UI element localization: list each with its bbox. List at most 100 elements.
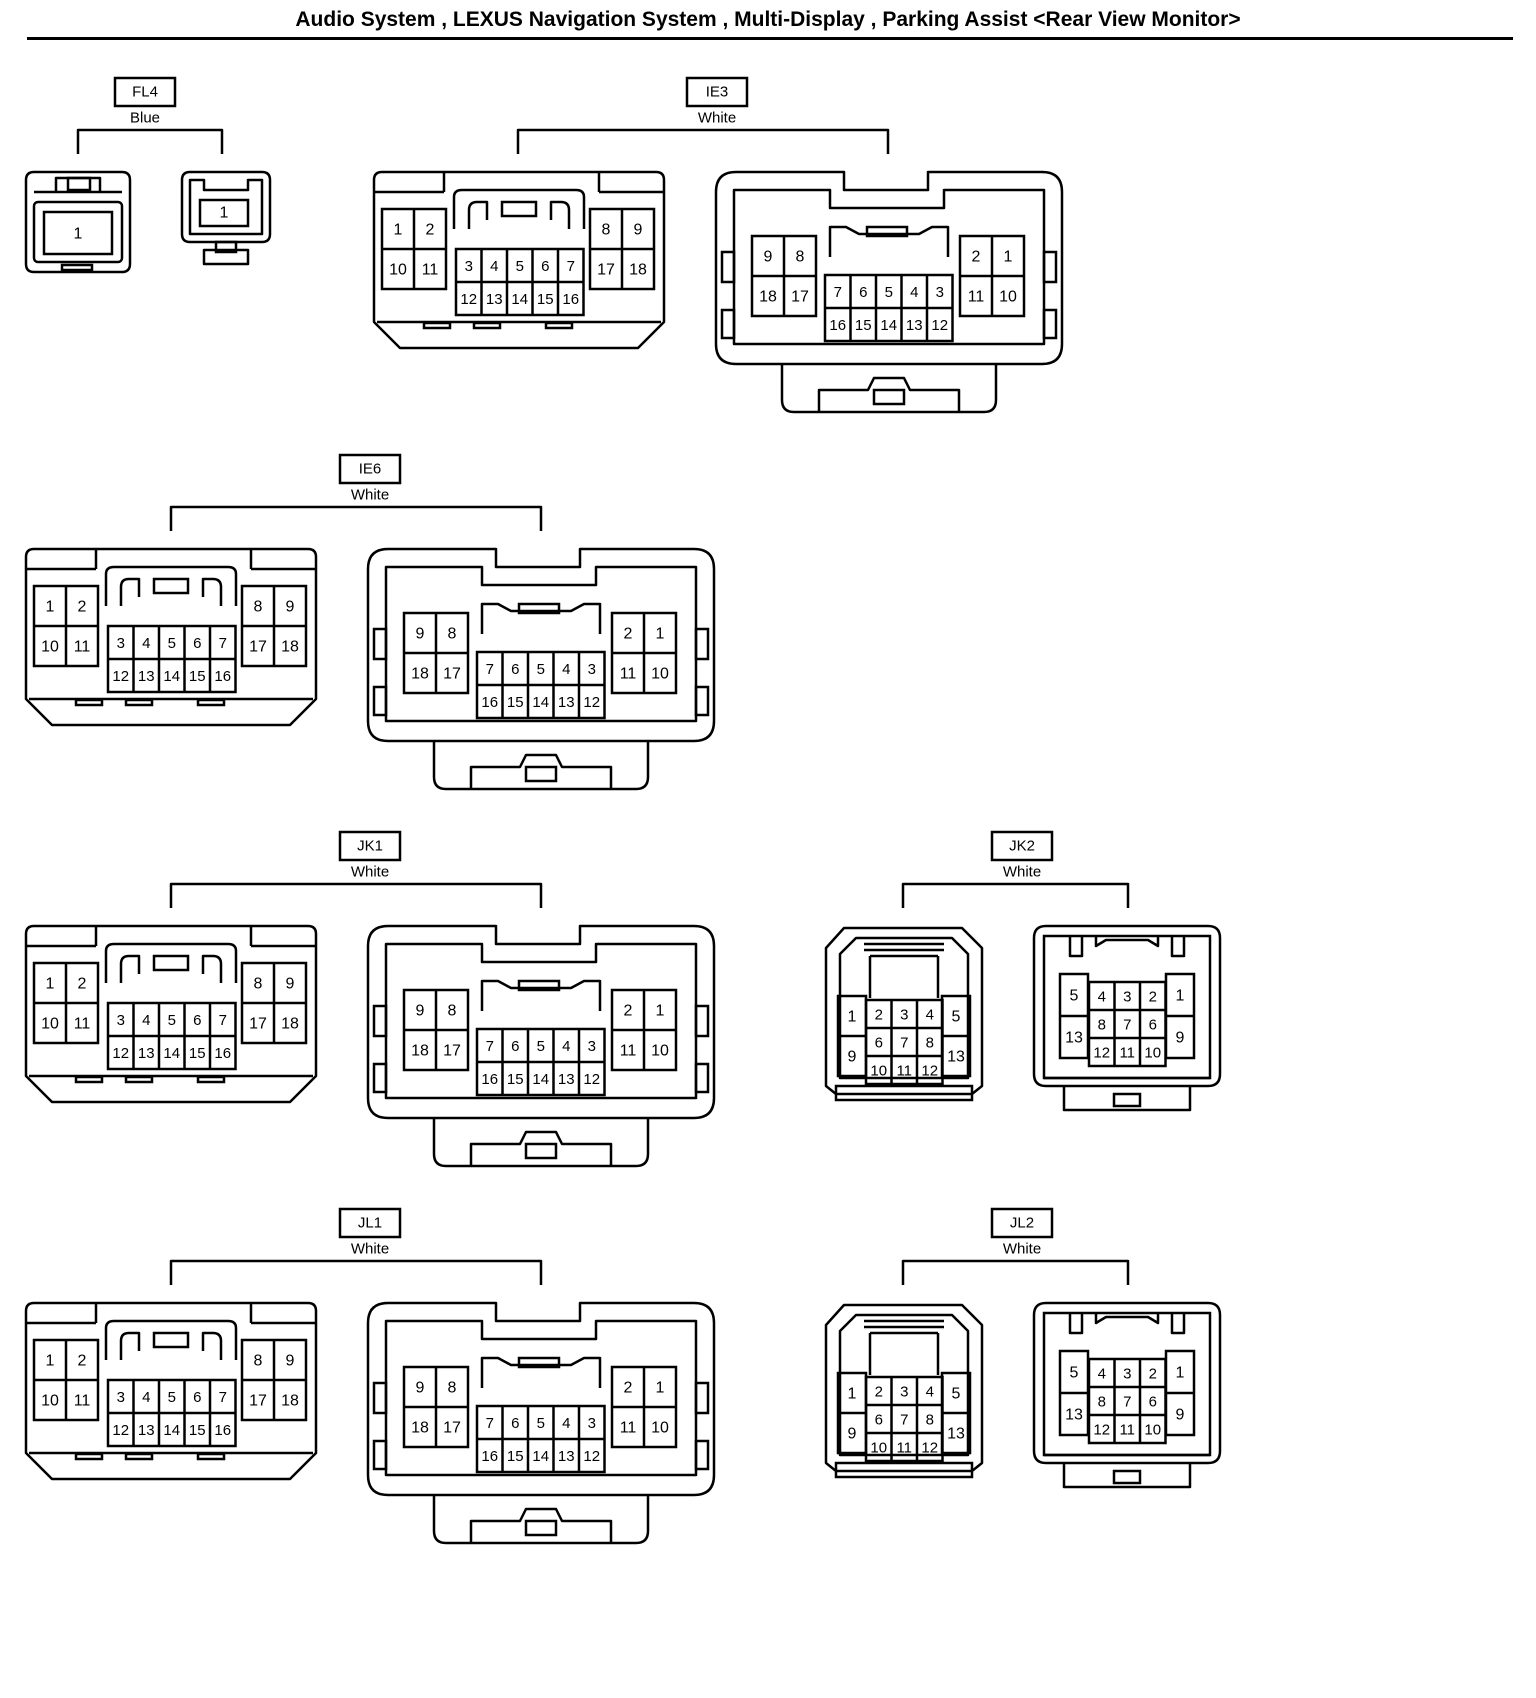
pin-10: 10 <box>389 262 407 279</box>
pin-5: 5 <box>952 1009 961 1026</box>
lock <box>828 225 950 257</box>
pin-5: 5 <box>168 635 176 652</box>
pin-11: 11 <box>968 289 985 306</box>
pin-block: 19 <box>836 1371 868 1455</box>
pin-12: 12 <box>583 1448 600 1465</box>
pin-14: 14 <box>532 1448 549 1465</box>
pin-10: 10 <box>651 1420 669 1437</box>
pin-18: 18 <box>411 666 429 683</box>
bottom-tab <box>202 248 250 266</box>
pin-block: 513 <box>940 1371 972 1455</box>
pin-17: 17 <box>249 1393 267 1410</box>
pin-10: 10 <box>870 1440 887 1457</box>
connector-housing <box>372 170 666 350</box>
connector-code-box <box>338 830 402 862</box>
pin-7: 7 <box>219 1389 227 1406</box>
pin-7: 7 <box>900 1035 908 1052</box>
pin-block: 19 <box>1164 1349 1196 1437</box>
pin-13: 13 <box>906 317 923 334</box>
pin-4: 4 <box>926 1384 934 1401</box>
pin-11: 11 <box>74 639 91 656</box>
pin-6: 6 <box>193 1012 201 1029</box>
pin-17: 17 <box>443 666 461 683</box>
pin-6: 6 <box>511 1415 519 1432</box>
pin-12: 12 <box>583 694 600 711</box>
pin-3: 3 <box>1123 1366 1131 1383</box>
pin-7: 7 <box>486 1038 494 1055</box>
pin-11: 11 <box>620 666 637 683</box>
pin-9: 9 <box>416 1380 425 1397</box>
pin-16: 16 <box>829 317 846 334</box>
bottom-tab <box>1062 1463 1192 1489</box>
pin-2: 2 <box>78 599 87 616</box>
pin-13: 13 <box>558 694 575 711</box>
pin-1: 1 <box>656 1003 665 1020</box>
pin-5: 5 <box>168 1012 176 1029</box>
pin-10: 10 <box>651 666 669 683</box>
pin-block: 19 <box>1164 972 1196 1060</box>
pin-16: 16 <box>481 1071 498 1088</box>
pin-18: 18 <box>281 639 299 656</box>
connector-housing <box>1032 1301 1222 1465</box>
pin-15: 15 <box>855 317 872 334</box>
pin-14: 14 <box>532 1071 549 1088</box>
pin-10: 10 <box>41 1393 59 1410</box>
pin-15: 15 <box>189 1045 206 1062</box>
connector-bracket <box>901 1259 1130 1285</box>
pin-4: 4 <box>910 284 918 301</box>
pin-18: 18 <box>411 1420 429 1437</box>
pin-11: 11 <box>620 1420 637 1437</box>
pin-6: 6 <box>875 1412 883 1429</box>
pin-9: 9 <box>848 1049 857 1066</box>
lock <box>480 602 602 634</box>
connector-housing <box>180 170 272 244</box>
pin-1: 1 <box>46 599 55 616</box>
connector-housing <box>24 924 318 1104</box>
connector-bracket <box>516 128 890 154</box>
connector-bracket <box>169 1259 543 1285</box>
pin-block: 5 13 <box>940 994 972 1078</box>
pin-5: 5 <box>537 1038 545 1055</box>
pin-1: 1 <box>848 1386 857 1403</box>
pin-8: 8 <box>602 222 611 239</box>
pin-6: 6 <box>875 1035 883 1052</box>
pin-13: 13 <box>138 1422 155 1439</box>
inner-cavity <box>384 1319 698 1477</box>
pin-12: 12 <box>921 1440 938 1457</box>
pin-7: 7 <box>486 661 494 678</box>
pin-10: 10 <box>41 639 59 656</box>
pin-1: 1 <box>1176 988 1185 1005</box>
connector-color: White <box>351 1241 389 1258</box>
pin-16: 16 <box>481 694 498 711</box>
connector-code: FL4 <box>132 84 158 101</box>
pin-18: 18 <box>281 1393 299 1410</box>
bottom-tab <box>1062 1086 1192 1112</box>
pin-2: 2 <box>624 1003 633 1020</box>
pin-10: 10 <box>1144 1422 1161 1439</box>
pin-13: 13 <box>947 1049 965 1066</box>
pin-1: 1 <box>220 205 229 222</box>
connector-code-box <box>338 1207 402 1239</box>
pin-4: 4 <box>562 1415 570 1432</box>
pin-9: 9 <box>634 222 643 239</box>
connector-fl4-female: 1 <box>180 170 272 266</box>
pin-14: 14 <box>532 694 549 711</box>
pin-17: 17 <box>791 289 809 306</box>
pin-7: 7 <box>1123 1394 1131 1411</box>
pin-17: 17 <box>443 1420 461 1437</box>
pin-4: 4 <box>562 1038 570 1055</box>
bottom-tab <box>432 1118 650 1168</box>
pin-4: 4 <box>1098 1366 1106 1383</box>
